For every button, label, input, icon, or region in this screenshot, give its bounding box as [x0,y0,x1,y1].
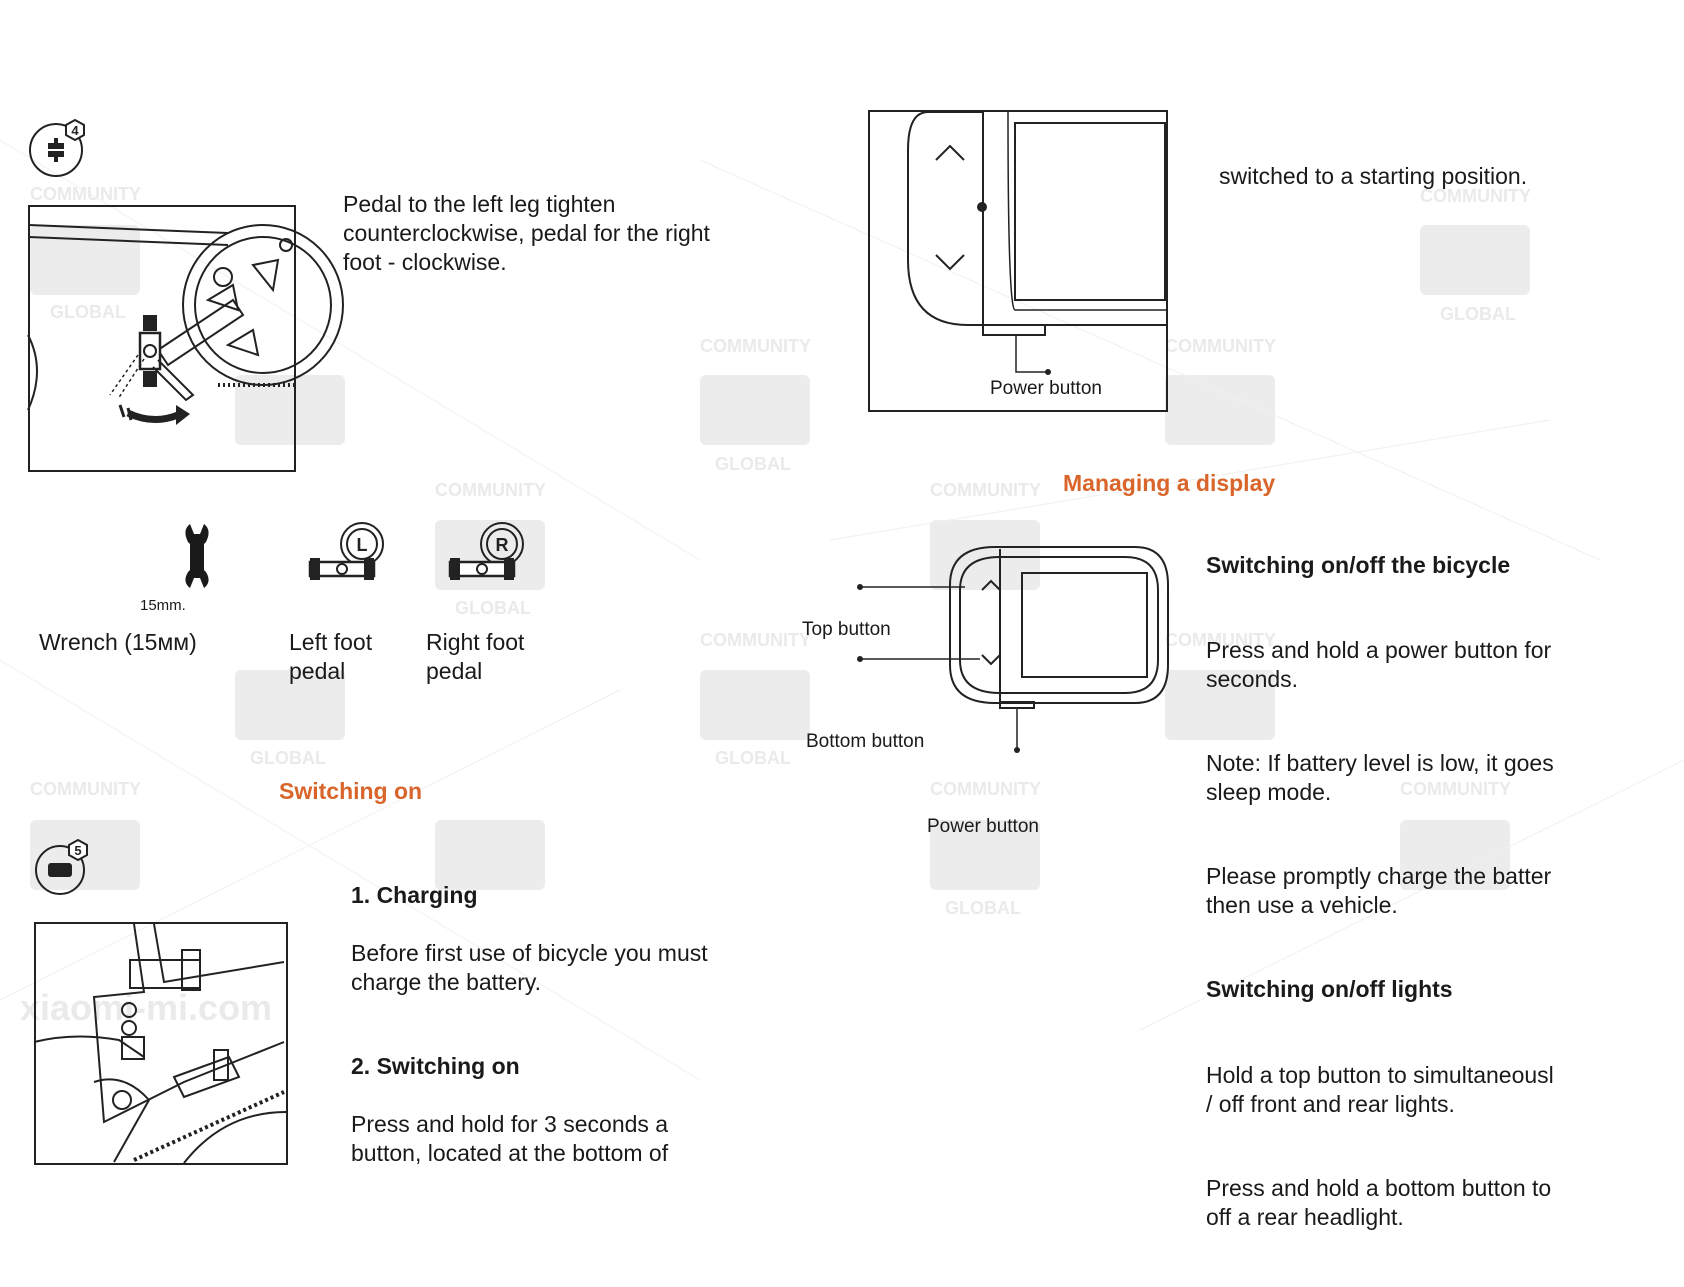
watermark-community: COMMUNITY [1420,186,1531,206]
watermark-global: GLOBAL [715,748,791,768]
rotation-arrow-icon [118,404,190,425]
charge-advice: Please promptly charge the batter then u… [1206,863,1552,918]
top-power-button-label: Power button [990,378,1102,399]
bike-toggle-text: Press and hold a power button for second… [1206,637,1552,692]
up-arrow-icon [935,144,965,161]
power-button-shape [999,701,1035,709]
managing-instructions: Switching on/off the bicycle Press and h… [1206,522,1646,1287]
watermark-global: GLOBAL [715,454,791,474]
watermark-layer: COMMUNITY GLOBAL COMMUNITY GLOBAL COMMUN… [0,139,1684,1081]
switching-on-instructions: 1. Charging Before first use of bicycle … [351,852,771,1197]
watermark-global: GLOBAL [455,598,531,618]
display-unit [949,546,1169,709]
wrench-label: Wrench (15мм) [39,629,197,655]
watermark-community: COMMUNITY [700,336,811,356]
pedal-instructions: Pedal to the left leg tighten counterclo… [343,191,710,275]
lights-toggle-title: Switching on/off lights [1206,976,1453,1002]
left-pedal-label: Left foot pedal [289,629,373,684]
watermark-community: COMMUNITY [930,480,1041,500]
bottom-button-label: Bottom button [806,731,925,752]
crank-illustration [27,205,344,472]
power-button-shape [982,324,1046,336]
display-unit-illustration [857,546,1169,753]
watermark-community: COMMUNITY [30,184,141,204]
watermark-site: xiaomi-mi.com [20,987,272,1028]
pedal-arm-icon [109,315,195,402]
right-pedal-letter: R [496,535,509,555]
watermark-community: COMMUNITY [435,480,546,500]
low-battery-note: Note: If battery level is low, it goes s… [1206,750,1554,805]
watermark-global: GLOBAL [50,302,126,322]
bike-toggle-title: Switching on/off the bicycle [1206,552,1511,578]
display-icon [48,863,72,877]
watermark-community: COMMUNITY [700,630,811,650]
down-arrow-icon [981,654,1001,666]
lights-toggle-text: Hold a top button to simultaneousl / off… [1206,1062,1554,1117]
down-arrow-icon [935,254,965,271]
top-button-label: Top button [802,619,891,640]
badge-number: 4 [71,123,79,138]
frame-illustration [33,922,288,1165]
switching-title: 2. Switching on [351,1053,520,1079]
display-closeup-illustration [868,110,1168,412]
up-arrow-icon [981,579,1001,591]
watermark-community: COMMUNITY [1165,336,1276,356]
pedal-icon [48,138,64,162]
watermark-community: COMMUNITY [30,779,141,799]
step-5-badge: 5 [35,838,88,895]
rear-light-text: Press and hold a bottom button to off a … [1206,1175,1552,1230]
starting-position-text: switched to a starting position. [1219,163,1528,189]
left-pedal-letter: L [357,535,368,555]
wrench-icon [185,524,209,588]
watermark-community: COMMUNITY [1165,630,1276,650]
step-4-badge: 4 [29,118,85,177]
charging-text: Before first use of bicycle you must cha… [351,940,708,995]
switching-text: Press and hold for 3 seconds a button, l… [351,1111,669,1166]
right-pedal-label: Right foot pedal [426,629,525,684]
switching-on-heading: Switching on [279,778,423,804]
power-button-label: Power button [927,816,1039,837]
right-pedal-icon: R [448,522,524,580]
left-pedal-icon: L [308,522,384,580]
watermark-community: COMMUNITY [930,779,1041,799]
watermark-global: GLOBAL [945,898,1021,918]
charging-title: 1. Charging [351,882,478,908]
watermark-community: COMMUNITY [1400,779,1511,799]
watermark-global: GLOBAL [250,748,326,768]
watermark-global: GLOBAL [1440,304,1516,324]
wrench-size: 15mm. [140,597,186,614]
managing-display-heading: Managing a display [1063,470,1276,496]
badge-number: 5 [74,843,81,858]
